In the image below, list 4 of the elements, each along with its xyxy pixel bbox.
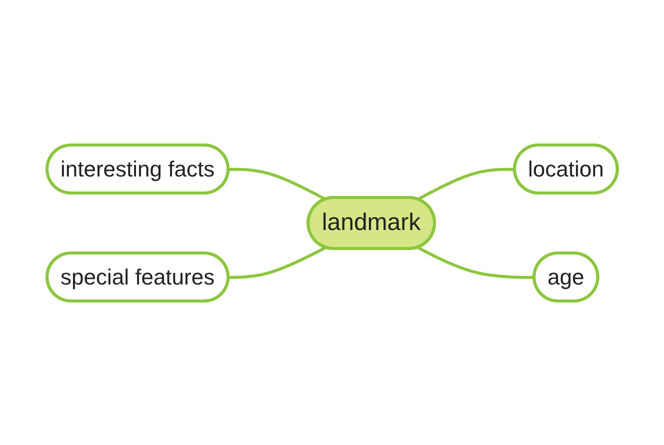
connector	[228, 167, 326, 200]
connector	[416, 167, 515, 200]
connector	[416, 246, 534, 278]
connector	[228, 246, 326, 278]
